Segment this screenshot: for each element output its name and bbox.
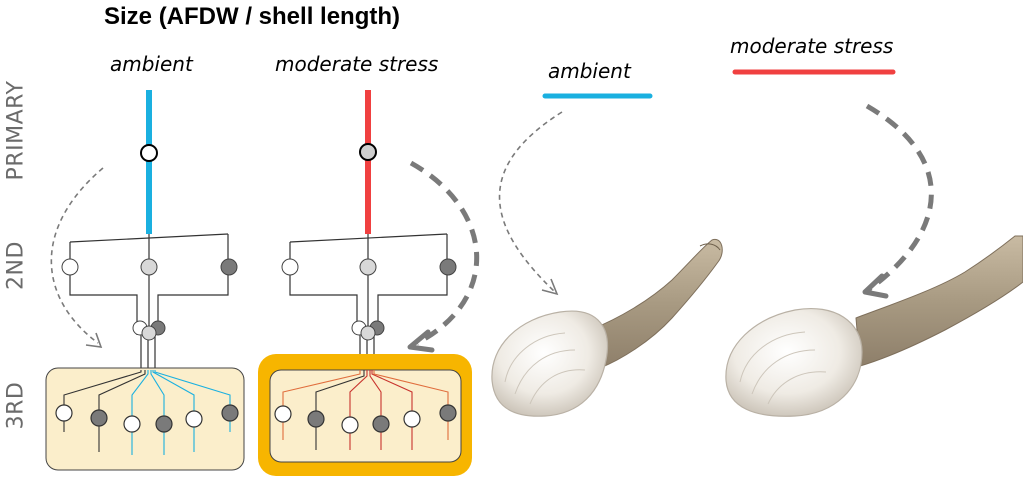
stress-3rd-node-4: [372, 415, 390, 433]
ambient-2nd-node-1: [61, 258, 79, 276]
stress-2nd-node-3: [439, 258, 457, 276]
ambient-3rd-node-5: [185, 410, 203, 428]
ambient-3rd-node-4: [155, 415, 173, 433]
stress-2nd-node-1: [281, 258, 299, 276]
ambient-2nd-node-3: [220, 258, 238, 276]
ambient-cross-node-2: [141, 325, 157, 341]
stress-3rd-node-1: [274, 405, 292, 423]
stress-cross-node-2: [360, 325, 376, 341]
stress-3rd-node-5: [403, 410, 421, 428]
diagram-title: Size (AFDW / shell length): [104, 3, 401, 30]
ambient-3rd-node-3: [123, 415, 141, 433]
ambient-clam-arrow: [498, 111, 563, 293]
stress-arrow: [409, 160, 480, 346]
stress-3rd-node-2: [307, 410, 325, 428]
stress-primary-node: [359, 143, 377, 161]
stress-clam-arrow: [865, 103, 934, 293]
ambient-3rd-node-6: [221, 404, 239, 422]
stress-2nd-node-2: [359, 258, 377, 276]
stress-3rd-box: [269, 369, 462, 463]
ambient-arrow: [50, 167, 104, 344]
ambient-legend-label: ambient: [548, 59, 631, 83]
stress-3rd-node-6: [439, 404, 457, 422]
ambient-3rd-node-2: [90, 409, 108, 427]
ambient-2nd-node-2: [140, 258, 158, 276]
stress-arrow-head: [407, 329, 435, 353]
moderate-stress-label: moderate stress: [275, 52, 439, 76]
stress-clam-arrow-head: [862, 273, 889, 299]
moderate-stress-legend-label: moderate stress: [730, 34, 894, 58]
ambient-3rd-node-1: [55, 404, 73, 422]
ambient-3rd-box: [45, 367, 245, 471]
ambient-2nd-tree: [69, 233, 229, 370]
ambient-clam-arrow-head: [541, 278, 559, 296]
ambient-primary-node: [140, 144, 158, 162]
stress-3rd-node-3: [341, 416, 359, 434]
ambient-arrow-head: [85, 332, 103, 348]
clam-photo-stress: [725, 235, 1023, 417]
ambient-label: ambient: [110, 52, 193, 76]
clam-photo-ambient: [491, 238, 723, 417]
